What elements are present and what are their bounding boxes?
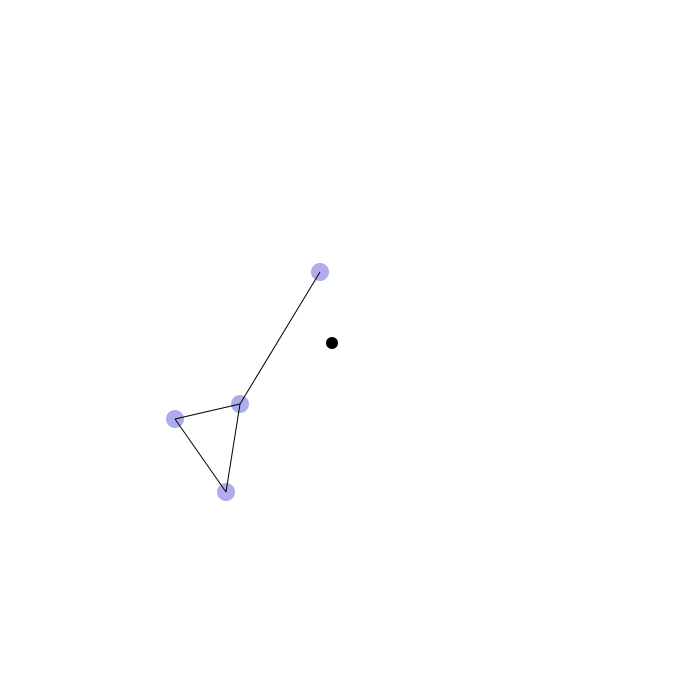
center-marker	[326, 337, 338, 349]
edge-n3-n4	[174, 418, 227, 493]
edge-n1-n2	[239, 271, 321, 405]
edge-n2-n3	[174, 403, 241, 420]
edge-n4-n2	[225, 403, 241, 493]
edges-layer	[174, 271, 321, 493]
